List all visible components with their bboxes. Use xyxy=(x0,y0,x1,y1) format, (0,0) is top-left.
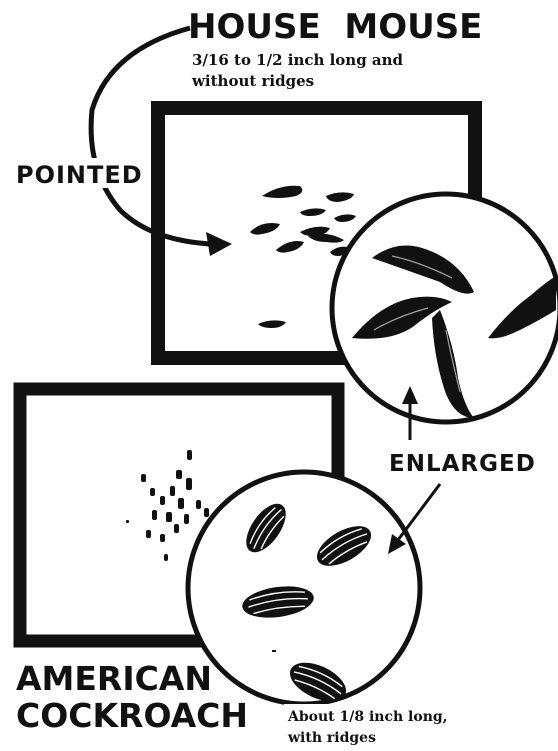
cockroach-title-line1: AMERICAN xyxy=(16,659,212,698)
house-mouse-title: HOUSE MOUSE xyxy=(188,7,482,47)
pointed-arrowhead xyxy=(206,232,232,256)
cockroach-enlarged-circle xyxy=(188,472,420,709)
house-mouse-size-line1: 3/16 to 1/2 inch long and xyxy=(192,51,404,69)
cockroach-size-line1: About 1/8 inch long, xyxy=(287,709,448,725)
cockroach-size-line2: with ridges xyxy=(287,730,376,746)
cockroach-title-line2: COCKROACH xyxy=(16,696,248,735)
house-mouse-size-line2: without ridges xyxy=(191,72,314,90)
pointed-label: POINTED xyxy=(16,161,143,189)
enlarged-label: ENLARGED xyxy=(389,451,536,477)
mouse-enlarged-circle xyxy=(332,194,558,422)
